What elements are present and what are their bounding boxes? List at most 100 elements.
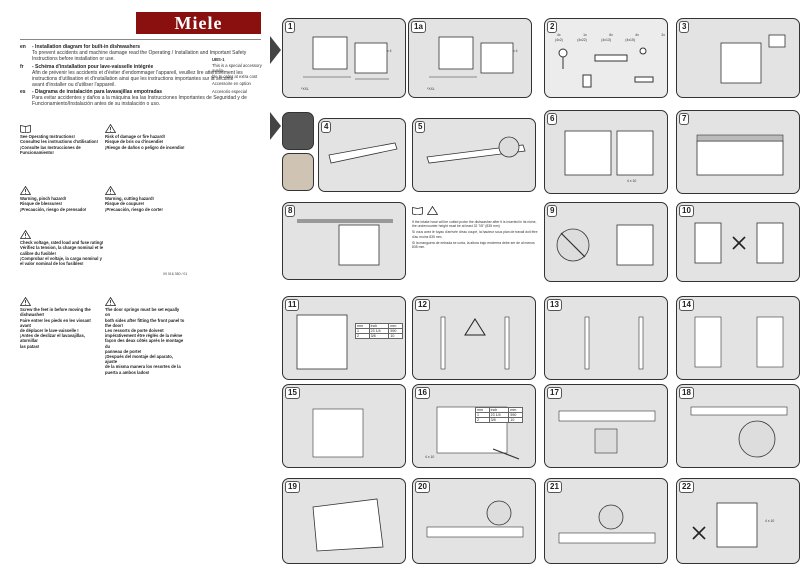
warning-icon <box>19 296 32 306</box>
step-panel-6: 6 4 x 10 <box>544 110 668 194</box>
lang-line: Afin de prévenir les accidents et d'évit… <box>32 70 243 76</box>
inset-texture-light <box>282 153 314 191</box>
warning-line: el valor nominal de los fusibles! <box>20 261 84 267</box>
warning-icon <box>19 229 32 239</box>
step-number: 7 <box>679 113 690 125</box>
step-panel-4: 4 <box>318 118 406 192</box>
step-number: 17 <box>547 387 562 399</box>
step-number: 6 <box>547 113 558 125</box>
accessory-line: Accessoire en option <box>212 81 251 86</box>
template-fit-diagram <box>584 316 644 370</box>
lang-line: To prevent accidents and machine damage … <box>32 50 247 56</box>
part-code: (4x15) <box>625 38 635 42</box>
warning-line: las patas! <box>20 343 40 349</box>
warning-line: ¡Consulte las Instrucciones de <box>20 144 81 150</box>
warning-icon <box>104 296 117 306</box>
warning-line: Funcionamiento! <box>20 149 54 155</box>
xxl-label: *XXL <box>301 87 309 91</box>
cover-strip-diagram <box>328 142 398 164</box>
lang-line: Instructions before installation or use. <box>32 56 115 62</box>
screw-count: 4 x 10 <box>627 179 637 183</box>
step-number: 3 <box>679 21 690 33</box>
part-code: (4x13) <box>601 38 611 42</box>
dishwasher-niche-diagram <box>303 36 389 80</box>
warning-line: de déplacer le lave-vaisselle ! <box>20 328 79 334</box>
warning-line: Les ressorts de porte doivent <box>105 328 164 334</box>
step-panel-1a: 1a x 4 *XXL <box>408 18 532 98</box>
qty-label: x 4 <box>513 49 518 53</box>
accessory-note: UBS-1 This is a special accessory availa… <box>212 57 270 94</box>
step-number: 9 <box>547 205 558 217</box>
step-panel-2: 2 4x 1x 6x 4x 2x (4x2) (4x22) (4x13) (4x… <box>544 18 668 98</box>
warning-line: Screw the feet in before moving the <box>20 307 91 313</box>
part-qty: 4x <box>635 33 639 37</box>
warning-line: ¡Después del montaje del aparato, ajuste <box>105 354 173 365</box>
warning-line: the door! <box>105 322 124 328</box>
note-line: Si la manguera de entrada se corta, la a… <box>412 240 535 250</box>
warning-icon <box>19 185 32 195</box>
warning-icon <box>104 123 117 133</box>
warning-operating: See Operating Instructions! Consultez le… <box>20 124 100 155</box>
step-number: 16 <box>415 387 430 399</box>
feet-adjust-diagram <box>694 222 784 264</box>
note-line: Si vous avez le tuyau d'arrivée d'eau co… <box>412 230 538 239</box>
step-number: 21 <box>547 481 562 493</box>
step-number: 1a <box>411 21 426 33</box>
step-number: 8 <box>285 205 296 217</box>
warning-line: ¡Comprobar el voltaje, la carga nominal … <box>20 255 102 261</box>
anchor-diagram <box>692 502 758 548</box>
accessory-code: UBS-1 <box>212 57 225 62</box>
step-panel-21: 21 <box>544 478 668 564</box>
step-number: 13 <box>547 299 562 311</box>
warning-line: ¡Riesgo de daños o peligro de incendio! <box>105 144 185 150</box>
dishwasher-diagram <box>720 34 786 84</box>
lang-title: - Installation diagram for built-in dish… <box>32 44 141 50</box>
lang-title: - Diagrama de instalación para lavavajil… <box>32 89 163 95</box>
door-panel-diagram <box>312 408 364 458</box>
lang-line: avant d'installer ou d'utiliser l'appare… <box>32 82 116 88</box>
lang-title: - Schéma d'installation pour lave-vaisse… <box>32 64 154 70</box>
warning-line: Vérifiez la tension, la charge nominal e… <box>20 245 104 251</box>
template-diagram <box>440 316 510 370</box>
lang-line: Para evitar accidentes y daños a la máqu… <box>32 95 247 101</box>
book-icon <box>20 125 31 134</box>
warning-line: ¡Antes de deslizar el lavavajillas, ator… <box>20 333 85 344</box>
warning-line: Risk of damage or fire hazard! <box>105 134 166 140</box>
step-panel-14: 14 <box>676 296 800 380</box>
qty-label: x 4 <box>387 49 392 53</box>
warning-line: impérativement être réglés de la même <box>105 333 183 339</box>
part-qty: 6x <box>609 33 613 37</box>
table-cell: 3/8 <box>368 333 390 339</box>
warning-pinch: Warning, pinch hazard! Risque de blessur… <box>19 185 100 212</box>
warning-fire: Risk of damage or fire hazard! Risque de… <box>104 123 185 150</box>
kickplate-diagram <box>426 500 524 538</box>
dishwasher-detail-diagram <box>564 130 654 176</box>
warning-voltage: Check voltage, rated load and fuse ratin… <box>19 229 110 267</box>
step-panel-5: 5 <box>412 118 536 192</box>
door-spring-diagram <box>558 410 656 454</box>
countertop-diagram <box>696 134 784 176</box>
parts-list: 4x 1x 6x 4x 2x <box>557 33 665 37</box>
warning-line: dishwasher! <box>20 312 45 318</box>
warning-line: ¡Precaución, riesgo de prensado! <box>20 206 87 212</box>
step-number: 22 <box>679 481 694 493</box>
direction-arrow <box>270 36 281 64</box>
step-panel-1: 1 x 4 *XXL <box>282 18 406 98</box>
part-code: (4x22) <box>577 38 587 42</box>
step-number: 19 <box>285 481 300 493</box>
lang-code: fr <box>20 64 24 70</box>
front-panel-diagram <box>296 314 348 370</box>
step-number: 10 <box>679 205 694 217</box>
warning-line: ¡Precaución, riesgo de corte! <box>105 206 163 212</box>
warning-springs: The door springs must be set equally on … <box>104 296 185 375</box>
part-qty: 1x <box>583 33 587 37</box>
step-panel-22: 22 4 x 10 <box>676 478 800 564</box>
screw-count: 4 x 10 <box>425 455 435 459</box>
cover-strip-diagram <box>426 136 526 164</box>
step-panel-17: 17 <box>544 384 668 468</box>
plinth-screw-diagram <box>558 504 656 544</box>
xxl-label: *XXL <box>427 87 435 91</box>
lang-code: es <box>20 89 26 95</box>
